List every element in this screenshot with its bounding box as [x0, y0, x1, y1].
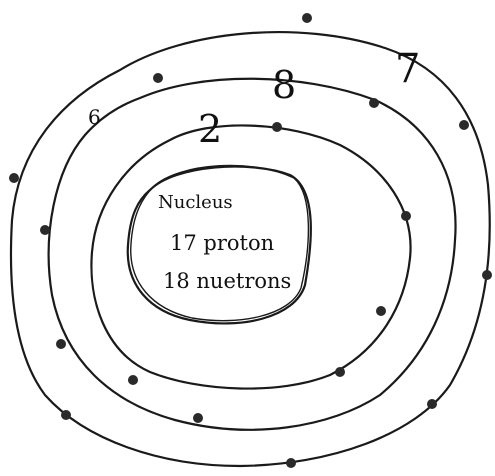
- shell-1-label: 2: [198, 107, 222, 151]
- electron: [427, 399, 437, 409]
- electron: [459, 120, 469, 130]
- proton-count: 17 proton: [170, 231, 274, 255]
- electron: [40, 225, 50, 235]
- nucleus: Nucleus 17 proton 18 nuetrons: [128, 166, 311, 324]
- electron: [61, 410, 71, 420]
- nucleus-label: Nucleus: [158, 192, 233, 213]
- electron: [128, 375, 138, 385]
- electron: [302, 13, 312, 23]
- electron: [272, 122, 282, 132]
- electron: [193, 413, 203, 423]
- electron: [376, 306, 386, 316]
- shell-2-label: 8: [272, 63, 296, 107]
- electron: [335, 367, 345, 377]
- shell-3-label: 7: [395, 46, 420, 92]
- electron: [482, 270, 492, 280]
- stray-mark: 6: [88, 105, 101, 129]
- shell-1: [91, 125, 410, 388]
- electron: [401, 211, 411, 221]
- electron: [153, 73, 163, 83]
- electron: [56, 339, 66, 349]
- electron: [9, 173, 19, 183]
- electron: [286, 458, 296, 468]
- electron: [369, 98, 379, 108]
- neutron-count: 18 nuetrons: [163, 269, 291, 293]
